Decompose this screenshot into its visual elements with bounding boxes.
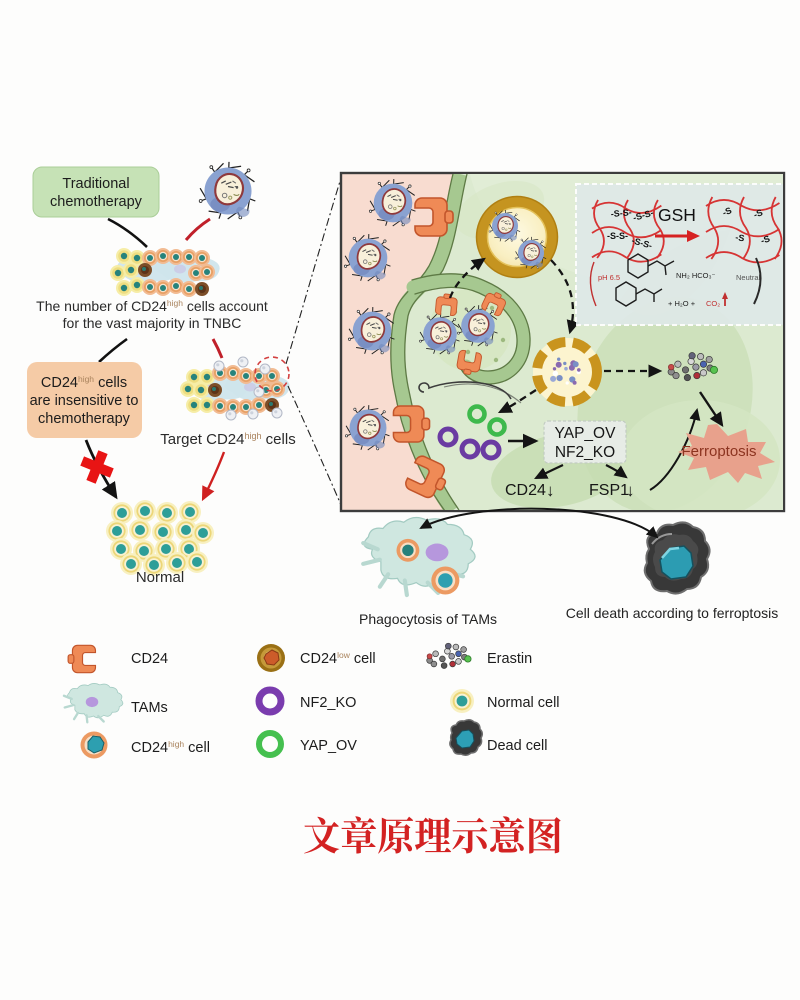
svg-text:FSP1: FSP1	[589, 482, 629, 499]
svg-text:-S: -S	[721, 205, 733, 218]
svg-text:Traditional: Traditional	[62, 176, 129, 192]
svg-text:are insensitive to: are insensitive to	[30, 393, 139, 409]
svg-text:CD24low cell: CD24low cell	[300, 650, 376, 667]
svg-text:pH 6.5: pH 6.5	[598, 273, 620, 282]
svg-text:↓: ↓	[626, 481, 635, 500]
svg-text:The number of CD24high cells a: The number of CD24high cells account	[36, 298, 268, 314]
svg-text:Dead cell: Dead cell	[487, 738, 547, 754]
svg-text:↓: ↓	[546, 481, 555, 500]
svg-text:Normal: Normal	[136, 569, 184, 586]
svg-text:Neutral: Neutral	[736, 273, 761, 282]
svg-text:GSH: GSH	[658, 205, 696, 225]
svg-text:+ H₂O +: + H₂O +	[668, 299, 696, 308]
svg-text:for the vast majority in TNBC: for the vast majority in TNBC	[63, 315, 242, 331]
svg-text:chemotherapy: chemotherapy	[50, 194, 143, 210]
svg-text:NF2_KO: NF2_KO	[300, 695, 356, 711]
svg-text:-S-S-: -S-S-	[610, 207, 632, 219]
svg-text:CD24high cell: CD24high cell	[131, 739, 210, 756]
svg-text:CD24high cells: CD24high cells	[41, 374, 127, 391]
svg-text:Target CD24high cells: Target CD24high cells	[160, 431, 295, 448]
svg-text:Phagocytosis of TAMs: Phagocytosis of TAMs	[359, 611, 497, 627]
svg-text:NH₂ HCO₃⁻: NH₂ HCO₃⁻	[676, 271, 716, 280]
svg-text:NF2_KO: NF2_KO	[555, 444, 615, 461]
svg-text:YAP_OV: YAP_OV	[555, 425, 617, 442]
svg-text:TAMs: TAMs	[131, 700, 168, 716]
svg-text:-S: -S	[752, 207, 764, 220]
svg-text:chemotherapy: chemotherapy	[38, 411, 131, 427]
svg-text:-S-S-: -S-S-	[607, 231, 628, 241]
svg-text:CD24: CD24	[505, 482, 546, 499]
svg-text:Normal cell: Normal cell	[487, 695, 560, 711]
svg-text:CD24: CD24	[131, 651, 168, 667]
svg-text:Ferroptosis: Ferroptosis	[681, 443, 756, 460]
svg-text:CO₂: CO₂	[706, 299, 720, 308]
svg-text:YAP_OV: YAP_OV	[300, 738, 357, 754]
svg-text:-S: -S	[759, 234, 771, 246]
svg-text:Cell death according to ferrop: Cell death according to ferroptosis	[566, 605, 778, 621]
svg-text:Erastin: Erastin	[487, 651, 532, 667]
svg-text:-S: -S	[735, 232, 745, 243]
